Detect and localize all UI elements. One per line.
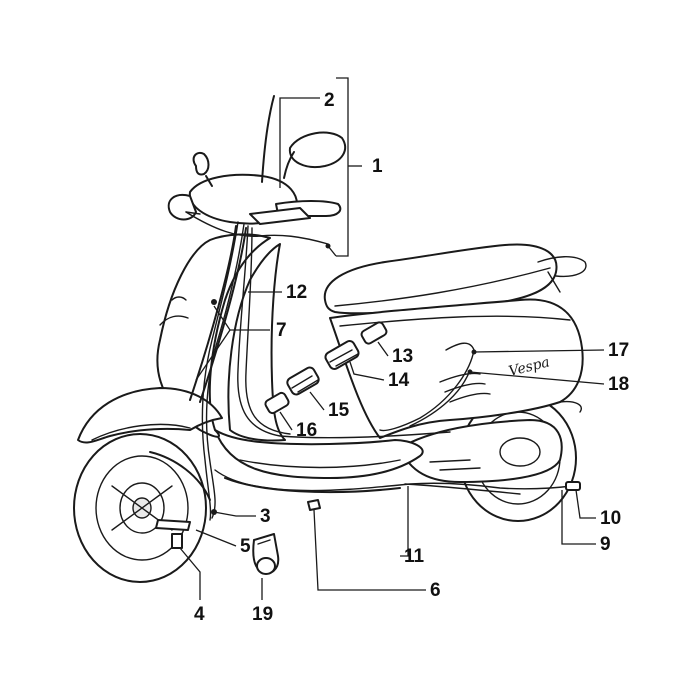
sheath-13 xyxy=(360,321,388,345)
leader-lines xyxy=(179,77,605,600)
callout-6: 6 xyxy=(430,580,441,601)
part-19-sleeve xyxy=(252,533,280,575)
callout-10: 10 xyxy=(600,508,621,529)
part-5-cable-guide xyxy=(155,519,191,531)
callout-5: 5 xyxy=(240,536,251,557)
mirrors xyxy=(192,95,347,187)
callout-4: 4 xyxy=(194,604,205,625)
part-9-10-adjuster xyxy=(565,481,581,491)
floorboard xyxy=(214,429,424,494)
callout-16: 16 xyxy=(296,420,317,441)
part-6-clip xyxy=(307,499,321,511)
front-fender xyxy=(77,387,223,444)
callout-3: 3 xyxy=(260,506,271,527)
seat xyxy=(323,243,587,315)
sheath-14 xyxy=(324,340,360,370)
engine-swingarm xyxy=(399,419,563,483)
callout-9: 9 xyxy=(600,534,611,555)
part-4-screw xyxy=(171,533,183,549)
callout-numbers: 1 2 3 4 5 6 7 9 10 11 12 13 14 15 16 17 … xyxy=(194,90,629,625)
callout-18: 18 xyxy=(608,374,629,395)
callout-14: 14 xyxy=(388,370,410,391)
callout-15: 15 xyxy=(328,400,350,421)
callout-2: 2 xyxy=(324,90,335,111)
callout-7: 7 xyxy=(276,320,287,341)
sheath-15 xyxy=(286,366,320,396)
sheath-16 xyxy=(264,391,290,415)
cable-sheath-parts xyxy=(264,321,388,415)
cable-clip xyxy=(211,299,217,305)
callout-19: 19 xyxy=(252,604,273,625)
small-parts xyxy=(155,481,581,575)
callout-11: 11 xyxy=(404,546,425,567)
handlebar-assembly xyxy=(167,173,342,225)
callout-17: 17 xyxy=(608,340,629,361)
cables xyxy=(185,211,575,521)
callout-1: 1 xyxy=(372,156,383,177)
callout-12: 12 xyxy=(286,282,307,303)
callout-13: 13 xyxy=(392,346,413,367)
